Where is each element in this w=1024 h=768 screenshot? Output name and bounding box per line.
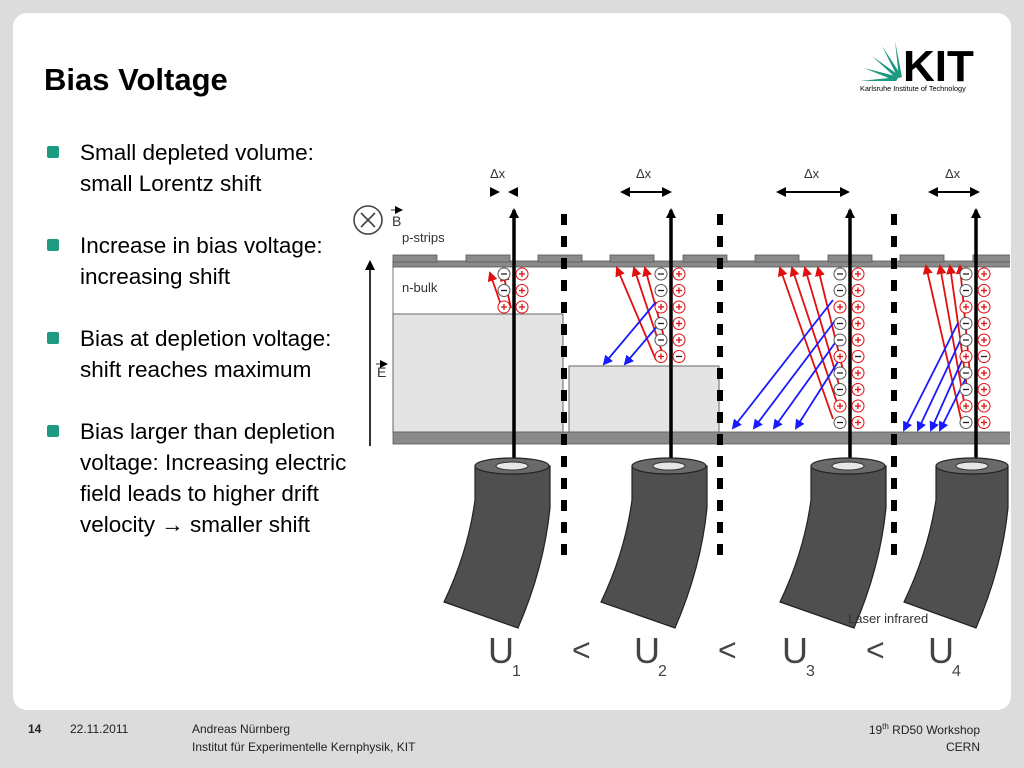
charge-carriers bbox=[497, 267, 991, 429]
kit-logo-subtitle: Karlsruhe Institute of Technology bbox=[860, 84, 966, 93]
bullet-square-icon bbox=[47, 239, 59, 251]
voltage-u2-index: 2 bbox=[658, 663, 667, 680]
bullet-list: Small depleted volume: small Lorentz shi… bbox=[47, 137, 367, 571]
kit-logo-text: KIT bbox=[903, 42, 974, 91]
kit-logo: KIT Karlsruhe Institute of Technology bbox=[860, 41, 974, 93]
bullet-item: Increase in bias voltage: increasing shi… bbox=[47, 230, 367, 292]
bullet-square-icon bbox=[47, 425, 59, 437]
bullet-item: Bias larger than depletion voltage: Incr… bbox=[47, 416, 367, 540]
footer-author: Andreas Nürnberg bbox=[192, 722, 291, 736]
delta-x-label: Δx bbox=[636, 166, 652, 181]
voltage-u2: U bbox=[634, 630, 660, 671]
bullet-text: Bias at depletion voltage: shift reaches… bbox=[80, 326, 332, 382]
bullet-square-icon bbox=[47, 332, 59, 344]
e-field-arrow: E bbox=[365, 260, 388, 446]
kit-logo-fan-icon bbox=[860, 41, 902, 81]
footer-institute: Institut für Experimentelle Kernphysik, … bbox=[192, 740, 416, 754]
e-field-label: E bbox=[377, 364, 386, 380]
footer-event-number: 19 bbox=[868, 723, 883, 737]
footer-event: 19th RD50 Workshop bbox=[869, 722, 980, 737]
slide-title: Bias Voltage bbox=[44, 62, 228, 97]
laser-label: Laser infrared bbox=[848, 611, 928, 626]
footer-date: 22.11.2011 bbox=[70, 722, 129, 736]
voltage-u3-index: 3 bbox=[806, 663, 815, 680]
sensor-bulk bbox=[392, 260, 1010, 445]
bullet-square-icon bbox=[47, 146, 59, 158]
b-field-icon: B bbox=[353, 205, 403, 235]
bullet-text: Bias larger than depletion voltage: Incr… bbox=[80, 419, 347, 537]
comparator: < bbox=[866, 632, 885, 668]
delta-x-label: Δx bbox=[804, 166, 820, 181]
slide: Bias Voltage KIT Karlsruhe Institute of … bbox=[13, 13, 1011, 710]
p-strips bbox=[392, 254, 1010, 263]
column-separators bbox=[561, 214, 897, 560]
b-field-label: B bbox=[392, 213, 401, 229]
delta-x-markers: Δx Δx Δx Δx bbox=[490, 166, 980, 197]
bullet-item: Small depleted volume: small Lorentz shi… bbox=[47, 137, 367, 199]
footer-event-suffix: th bbox=[882, 722, 889, 731]
p-strips-label: p-strips bbox=[402, 230, 445, 245]
voltage-u3: U bbox=[782, 630, 808, 671]
page-number: 14 bbox=[28, 722, 42, 736]
voltage-comparison: U 1 < U 2 < U 3 < U 4 bbox=[488, 630, 961, 680]
voltage-u1: U bbox=[488, 630, 514, 671]
electron-drift-arrows bbox=[602, 299, 968, 432]
bullet-text: Small depleted volume: small Lorentz shi… bbox=[80, 140, 314, 196]
delta-x-label: Δx bbox=[490, 166, 506, 181]
n-bulk-label: n-bulk bbox=[402, 280, 438, 295]
laser-beams bbox=[509, 208, 981, 464]
comparator: < bbox=[572, 632, 591, 668]
comparator: < bbox=[718, 632, 737, 668]
bullet-item: Bias at depletion voltage: shift reaches… bbox=[47, 323, 367, 385]
lorentz-shift-diagram: B E p-strips n-bulk bbox=[353, 166, 1010, 680]
laser-fibers bbox=[443, 457, 1009, 629]
footer-event-name: RD50 Workshop bbox=[888, 723, 980, 737]
voltage-u4: U bbox=[928, 630, 954, 671]
delta-x-label: Δx bbox=[945, 166, 961, 181]
voltage-u4-index: 4 bbox=[952, 663, 961, 680]
voltage-u1-index: 1 bbox=[512, 663, 521, 680]
bullet-text: Increase in bias voltage: increasing shi… bbox=[80, 233, 323, 289]
footer-location: CERN bbox=[945, 740, 980, 754]
footer: 14 22.11.2011 Andreas Nürnberg Institut … bbox=[0, 712, 1024, 768]
